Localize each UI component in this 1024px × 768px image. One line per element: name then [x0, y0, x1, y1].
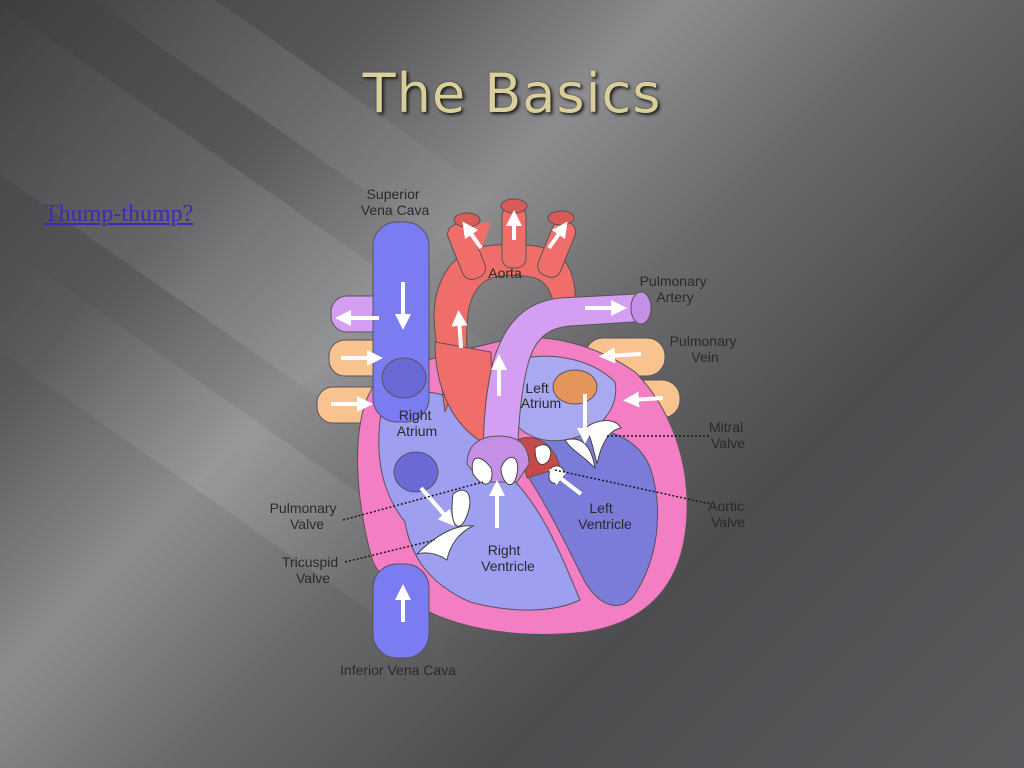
heart-diagram: Superior Vena Cava Aorta Pulmonary Arter… [270, 186, 748, 678]
valves [415, 420, 622, 561]
leader-lines [342, 435, 712, 563]
label-right-ventricle: Right Ventricle [481, 542, 535, 574]
label-mitral-valve: Mitral Valve [709, 419, 747, 451]
label-left-ventricle: Left Ventricle [578, 500, 632, 532]
label-aortic-valve: Aortic Valve [708, 498, 748, 530]
label-aorta: Aorta [488, 265, 522, 281]
label-pulmonary-artery: Pulmonary Artery [640, 273, 711, 305]
label-superior-vena-cava: Superior Vena Cava [361, 186, 430, 218]
flow-arrows [331, 210, 664, 622]
label-left-atrium: Left Atrium [521, 380, 561, 411]
label-inferior-vena-cava: Inferior Vena Cava [340, 662, 456, 678]
label-pulmonary-vein: Pulmonary Vein [670, 333, 741, 365]
pulmonary-artery-end [630, 291, 652, 325]
thump-thump-link[interactable]: Thump-thump? [44, 201, 194, 227]
label-tricuspid-valve: Tricuspid Valve [282, 554, 342, 586]
slide-title: The Basics [362, 62, 662, 125]
label-pulmonary-valve: Pulmonary Valve [270, 500, 341, 532]
label-right-atrium: Right Atrium [397, 407, 437, 439]
